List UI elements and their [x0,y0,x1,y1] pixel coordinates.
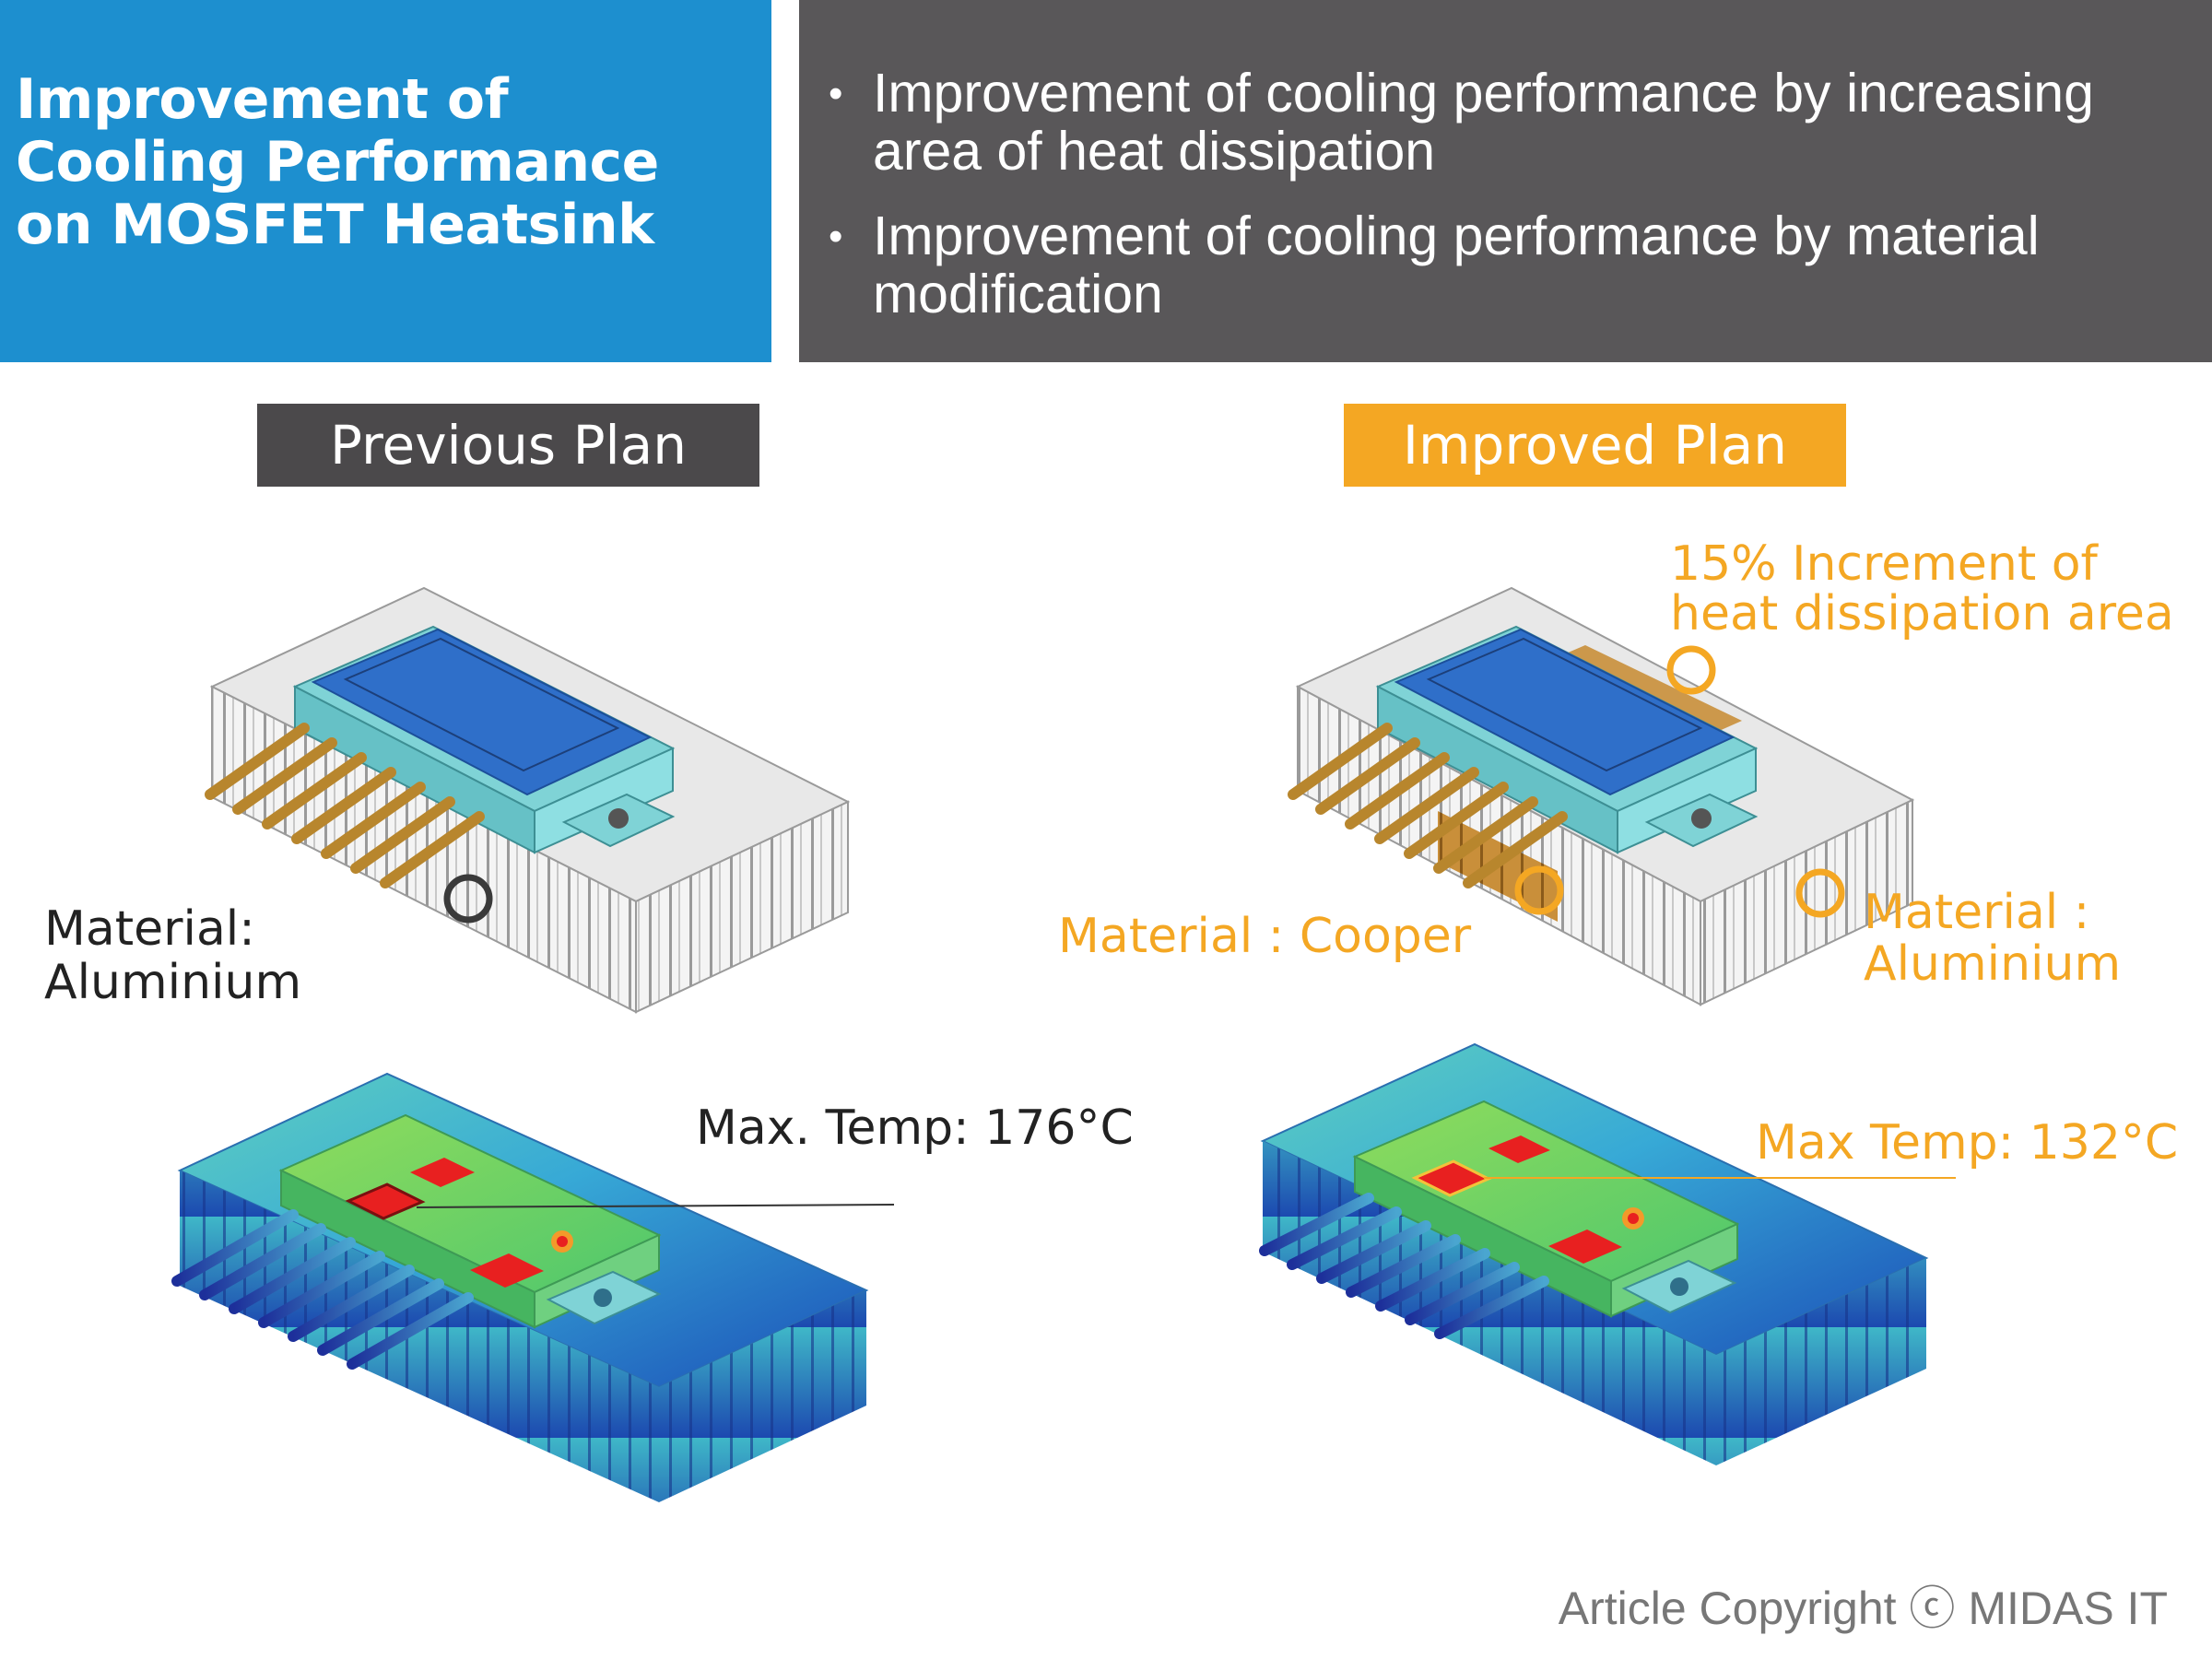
previous-heatsink-model [205,586,851,1014]
page-title: Improvement of Cooling Performance on MO… [16,67,659,257]
improved-thermal-result [1259,1042,1956,1465]
previous-material-marker [443,874,493,924]
bullet-area-increase: Improvement of cooling performance by in… [829,65,2182,181]
copyright-notice: Article Copyright ⓒ MIDAS IT [1558,1583,2168,1634]
previous-temp-leader-line [416,1204,895,1208]
improved-max-temp: Max Temp: 132°C [1756,1115,2179,1171]
aluminium-material-label: Material : [1864,885,2090,940]
bullet-panel: Improvement of cooling performance by in… [799,0,2212,362]
copper-material-label: Material : Cooper [1058,909,1472,964]
copper-material-marker [1514,865,1564,915]
area-increment-line1: 15% Increment of [1670,536,2098,592]
previous-material-label: Material: [44,901,255,957]
previous-plan-label: Previous Plan [257,404,759,487]
area-increment-marker [1666,645,1716,695]
previous-material-value: Aluminium [44,955,302,1010]
improved-plan-label: Improved Plan [1344,404,1846,487]
area-increment-line2: heat dissipation area [1670,586,2174,641]
improved-heatsink-model [1288,586,1915,1006]
aluminium-material-marker [1795,868,1845,918]
bullet-material-modification: Improvement of cooling performance by ma… [829,207,2182,324]
title-panel: Improvement of Cooling Performance on MO… [0,0,771,362]
aluminium-material-value: Aluminium [1864,936,2122,992]
previous-max-temp: Max. Temp: 176°C [696,1100,1134,1156]
previous-thermal-result [171,1072,895,1502]
